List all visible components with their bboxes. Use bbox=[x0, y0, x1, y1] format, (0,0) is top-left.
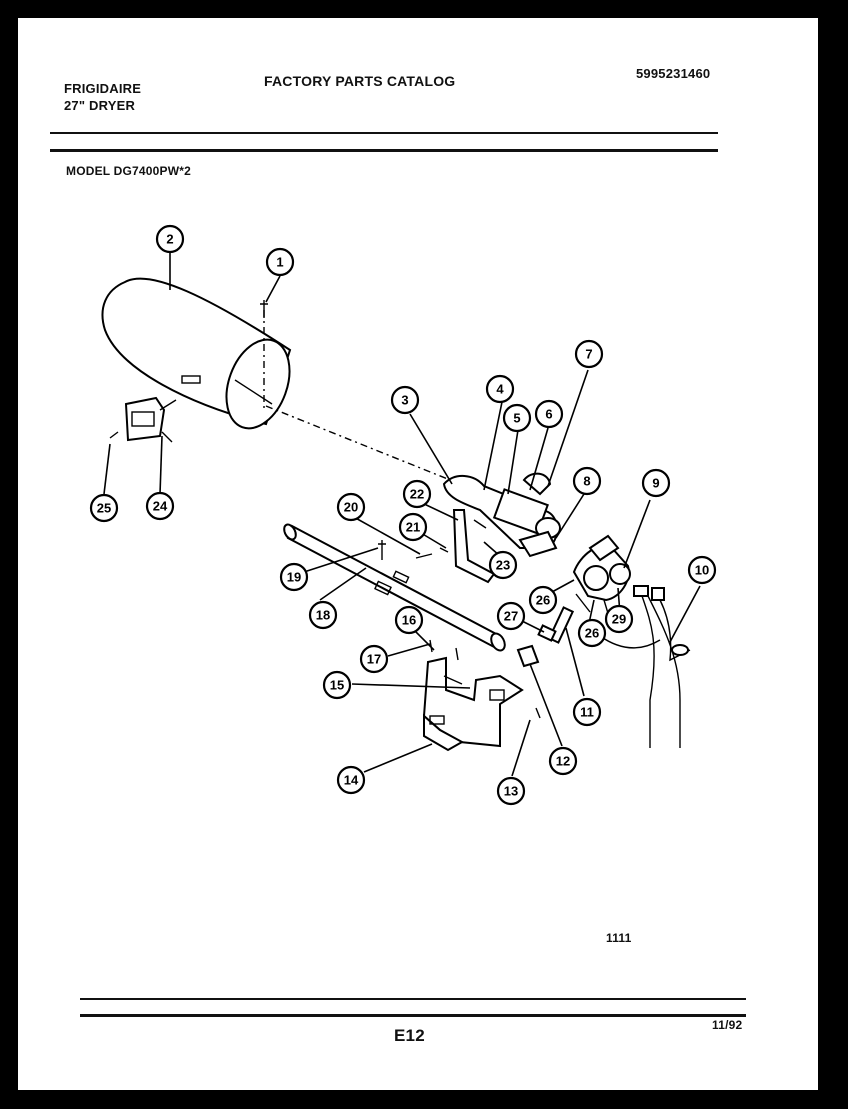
callout-13: 13 bbox=[496, 776, 526, 806]
callout-8: 8 bbox=[572, 466, 602, 496]
wire-harness-part bbox=[595, 585, 691, 748]
svg-text:29: 29 bbox=[612, 612, 626, 627]
callout-24: 24 bbox=[145, 491, 175, 521]
figure-code: 1111 bbox=[606, 931, 632, 945]
svg-text:1: 1 bbox=[276, 255, 283, 270]
callout-20: 20 bbox=[336, 492, 366, 522]
callout-11: 11 bbox=[572, 697, 602, 727]
orifice-part bbox=[537, 606, 575, 644]
callout-15: 15 bbox=[322, 670, 352, 700]
callout-10: 10 bbox=[687, 555, 717, 585]
callout-3: 3 bbox=[390, 385, 420, 415]
page-number: E12 bbox=[394, 1026, 425, 1045]
svg-text:5: 5 bbox=[513, 411, 520, 426]
svg-text:20: 20 bbox=[344, 500, 358, 515]
svg-text:4: 4 bbox=[496, 382, 504, 397]
mounting-bracket-part bbox=[422, 639, 524, 752]
svg-text:21: 21 bbox=[406, 520, 420, 535]
burner-assembly-part bbox=[442, 472, 561, 558]
svg-text:8: 8 bbox=[583, 474, 590, 489]
callout-26b: 26 bbox=[577, 618, 607, 648]
callout-25: 25 bbox=[89, 493, 119, 523]
footer-rule-bottom bbox=[80, 1014, 746, 1017]
catalog-page bbox=[18, 18, 818, 1090]
callout-6: 6 bbox=[534, 399, 564, 429]
callout-19: 19 bbox=[279, 562, 309, 592]
callout-1: 1 bbox=[265, 247, 295, 277]
callout-18: 18 bbox=[308, 600, 338, 630]
svg-text:14: 14 bbox=[344, 773, 359, 788]
model-label: MODEL DG7400PW*2 bbox=[66, 164, 192, 178]
svg-text:22: 22 bbox=[410, 487, 424, 502]
callout-29: 29 bbox=[604, 604, 634, 634]
svg-text:24: 24 bbox=[153, 499, 168, 514]
gas-valve-part bbox=[572, 534, 631, 621]
catalog-title: FACTORY PARTS CATALOG bbox=[264, 73, 456, 89]
clip-part bbox=[516, 644, 540, 668]
ignitor-part bbox=[439, 509, 496, 584]
svg-text:2: 2 bbox=[166, 232, 173, 247]
svg-text:13: 13 bbox=[504, 784, 518, 799]
svg-text:10: 10 bbox=[695, 563, 709, 578]
catalog-number: 5995231460 bbox=[636, 66, 711, 81]
callout-9: 9 bbox=[641, 468, 671, 498]
svg-text:17: 17 bbox=[367, 652, 381, 667]
svg-text:9: 9 bbox=[652, 476, 659, 491]
svg-text:23: 23 bbox=[496, 558, 510, 573]
callout-12: 12 bbox=[548, 746, 578, 776]
callout-26a: 26 bbox=[528, 585, 558, 615]
callout-4: 4 bbox=[485, 374, 515, 404]
svg-text:25: 25 bbox=[97, 501, 111, 516]
callout-2: 2 bbox=[155, 224, 185, 254]
svg-text:6: 6 bbox=[545, 407, 552, 422]
drum-sensor-part bbox=[109, 396, 177, 443]
callout-17: 17 bbox=[359, 644, 389, 674]
callout-23: 23 bbox=[488, 550, 518, 580]
callout-14: 14 bbox=[336, 765, 366, 795]
callout-27: 27 bbox=[496, 601, 526, 631]
footer-date: 11/92 bbox=[712, 1018, 743, 1032]
footer-rule-top bbox=[80, 998, 746, 1000]
header-rule-bottom bbox=[50, 149, 718, 152]
product-label: 27" DRYER bbox=[64, 98, 136, 113]
header-rule-top bbox=[50, 132, 718, 134]
callout-16: 16 bbox=[394, 605, 424, 635]
leader-lines bbox=[103, 252, 701, 777]
svg-text:15: 15 bbox=[330, 678, 344, 693]
callout-5: 5 bbox=[502, 403, 532, 433]
svg-text:19: 19 bbox=[287, 570, 301, 585]
brand-label: FRIGIDAIRE bbox=[64, 81, 142, 96]
svg-text:18: 18 bbox=[316, 608, 330, 623]
callout-21: 21 bbox=[398, 512, 428, 542]
drum-part bbox=[101, 277, 292, 430]
svg-text:26: 26 bbox=[585, 626, 599, 641]
svg-text:26: 26 bbox=[536, 593, 550, 608]
svg-text:11: 11 bbox=[580, 705, 594, 720]
svg-text:12: 12 bbox=[556, 754, 570, 769]
svg-text:27: 27 bbox=[504, 609, 518, 624]
callout-22: 22 bbox=[402, 479, 432, 509]
svg-text:7: 7 bbox=[585, 347, 592, 362]
svg-text:3: 3 bbox=[401, 393, 408, 408]
burner-tube-part bbox=[283, 523, 506, 652]
svg-text:16: 16 bbox=[402, 613, 416, 628]
callout-7: 7 bbox=[574, 339, 604, 369]
